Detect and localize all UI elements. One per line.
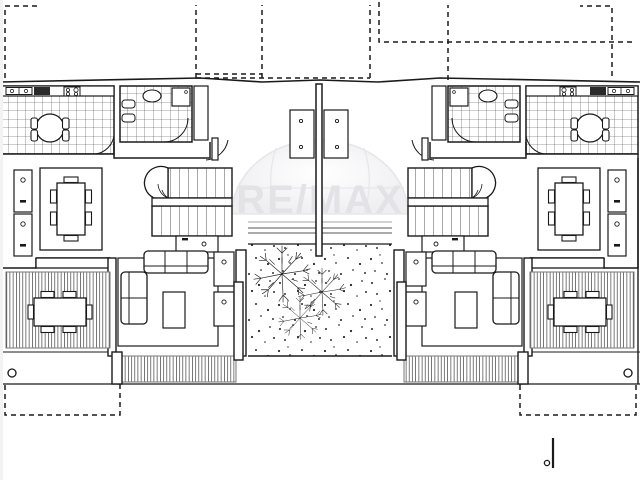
hall-walls [113, 142, 211, 159]
kitchen [525, 85, 639, 155]
hall-door-leaf [421, 137, 429, 161]
basin [142, 89, 162, 103]
door-swing-icon [95, 135, 115, 155]
sofa-2 [120, 271, 148, 325]
terrace-front [117, 355, 237, 383]
coffee-table [454, 291, 478, 329]
porch-posts [111, 281, 529, 385]
appliance-block [34, 87, 50, 95]
dining [529, 158, 639, 269]
wc [504, 99, 519, 109]
terrace-front-deck [118, 356, 236, 382]
kitchen [1, 85, 115, 155]
scan-edge-shading [0, 0, 3, 480]
sideboard [607, 169, 627, 213]
dining-table-outdoor [547, 290, 613, 334]
courtyard-gravel [248, 244, 392, 356]
site-marker-icon [7, 368, 17, 378]
wardrobe [405, 291, 427, 327]
round-table [570, 113, 610, 143]
stairwell [407, 165, 497, 253]
sink [607, 87, 635, 95]
hall-door-leaf [211, 137, 219, 161]
shower [449, 87, 469, 107]
dining-table-indoor [49, 176, 93, 242]
wardrobe [289, 109, 315, 159]
wardrobe [323, 109, 349, 159]
wardrobe [213, 251, 235, 287]
party-wall [315, 83, 323, 257]
hall [113, 137, 229, 161]
cooktop [63, 86, 81, 97]
bathroom [431, 85, 521, 143]
sofa-3 [431, 250, 497, 274]
wc [121, 99, 136, 109]
terrace-front-deck [404, 356, 522, 382]
living [107, 249, 247, 357]
unit-left [1, 85, 247, 384]
appliance-block [590, 87, 606, 95]
terrace-front [403, 355, 523, 383]
bathroom-closet [193, 85, 209, 141]
terrace-side [529, 271, 635, 349]
bidet [504, 113, 519, 123]
dining-table-outdoor [27, 290, 93, 334]
sink [5, 87, 33, 95]
hall-walls [429, 142, 527, 159]
dining [1, 158, 111, 269]
door-swing-icon [163, 117, 189, 143]
basin [478, 89, 498, 103]
courtyard [248, 83, 392, 357]
site-marker-icon [623, 368, 633, 378]
bathroom [119, 85, 209, 143]
cooktop [559, 86, 577, 97]
sofa-3 [143, 250, 209, 274]
shower [171, 87, 191, 107]
door-swing-icon [525, 135, 545, 155]
door-swing-icon [205, 139, 229, 161]
hall [411, 137, 527, 161]
terrace-side [5, 271, 111, 349]
door-swing-icon [411, 139, 435, 161]
wardrobe [405, 251, 427, 287]
dining-table-indoor [547, 176, 591, 242]
coffee-table [162, 291, 186, 329]
north-mark [543, 438, 555, 468]
bidet [121, 113, 136, 123]
site-outline [0, 77, 640, 385]
bathroom-closet [431, 85, 447, 141]
door-swing-icon [451, 117, 477, 143]
sideboard [13, 213, 33, 257]
round-table [30, 113, 70, 143]
sideboard [607, 213, 627, 257]
sideboard [13, 169, 33, 213]
north-mark-dot-icon [543, 459, 551, 467]
sofa-2 [492, 271, 520, 325]
wardrobe [213, 291, 235, 327]
